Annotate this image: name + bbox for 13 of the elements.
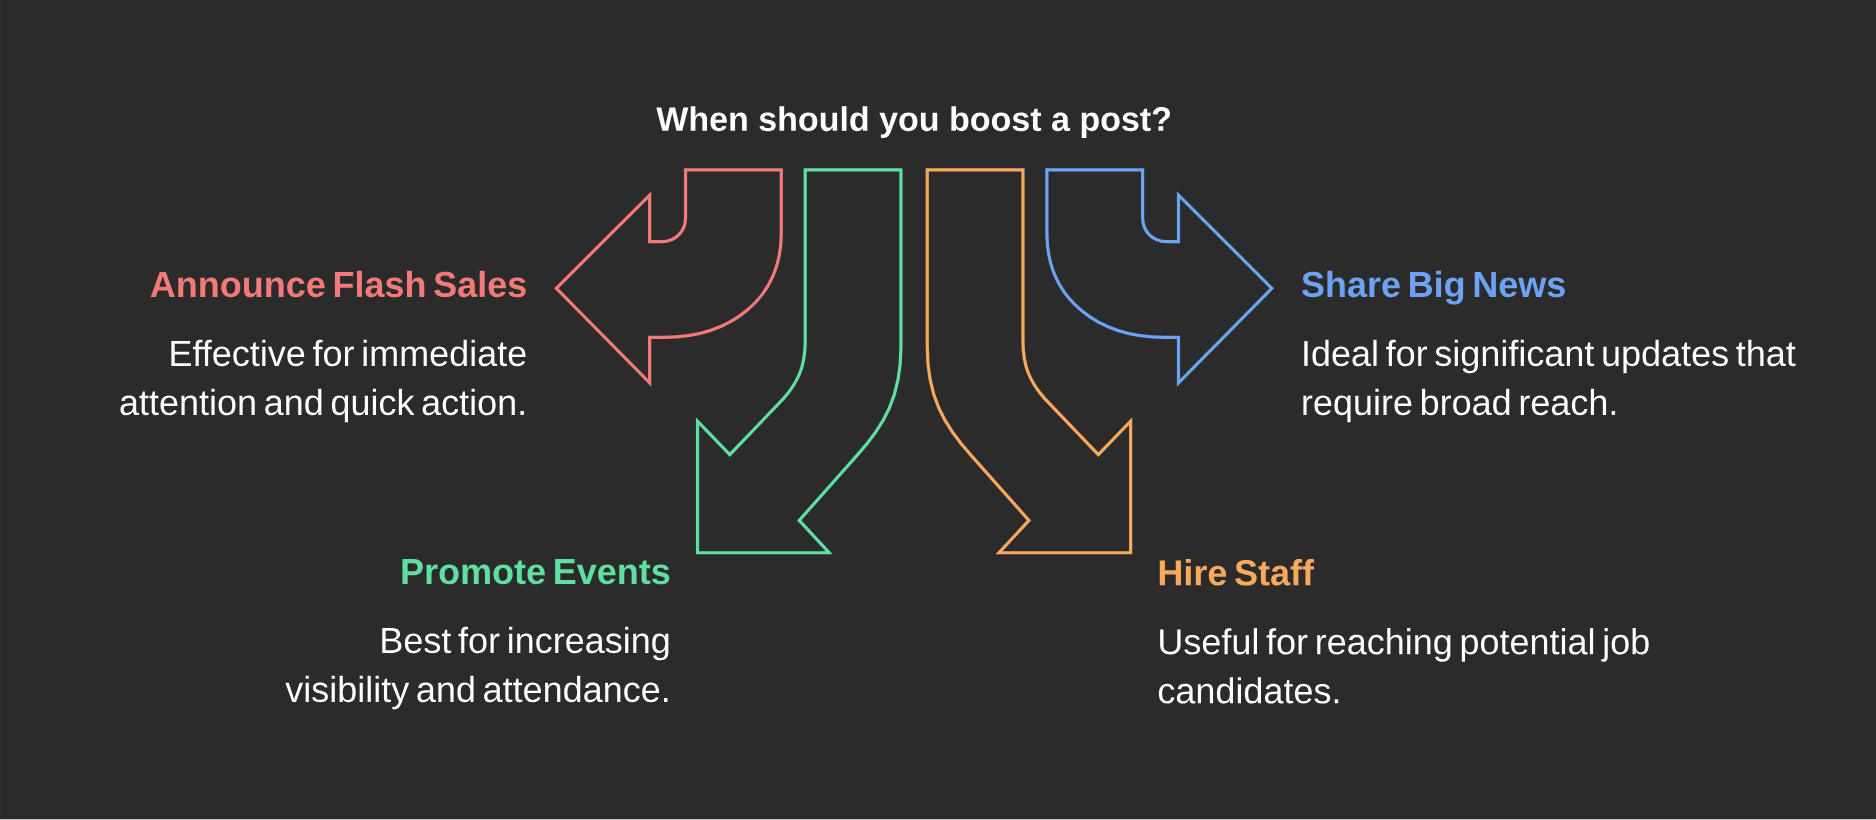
description: Ideal for significant updates that require broad reach. (1303, 340, 1796, 423)
description: Effective for immediate attention and quick action. (120, 340, 526, 423)
block-arrow (925, 168, 1133, 555)
title: When should you boost a post? (656, 106, 1170, 139)
description: Useful for reaching potential job candidates. (1158, 628, 1649, 704)
heading: Promote Events (402, 559, 670, 585)
description: Best for increasing visibility and attendance. (285, 627, 669, 710)
heading: Announce Flash Sales (150, 271, 526, 298)
block-arrow (1045, 168, 1274, 385)
heading: Hire Staff (1159, 559, 1315, 586)
block-arrow (695, 168, 903, 555)
block-arrow (554, 168, 783, 385)
heading: Share Big News (1301, 271, 1565, 305)
